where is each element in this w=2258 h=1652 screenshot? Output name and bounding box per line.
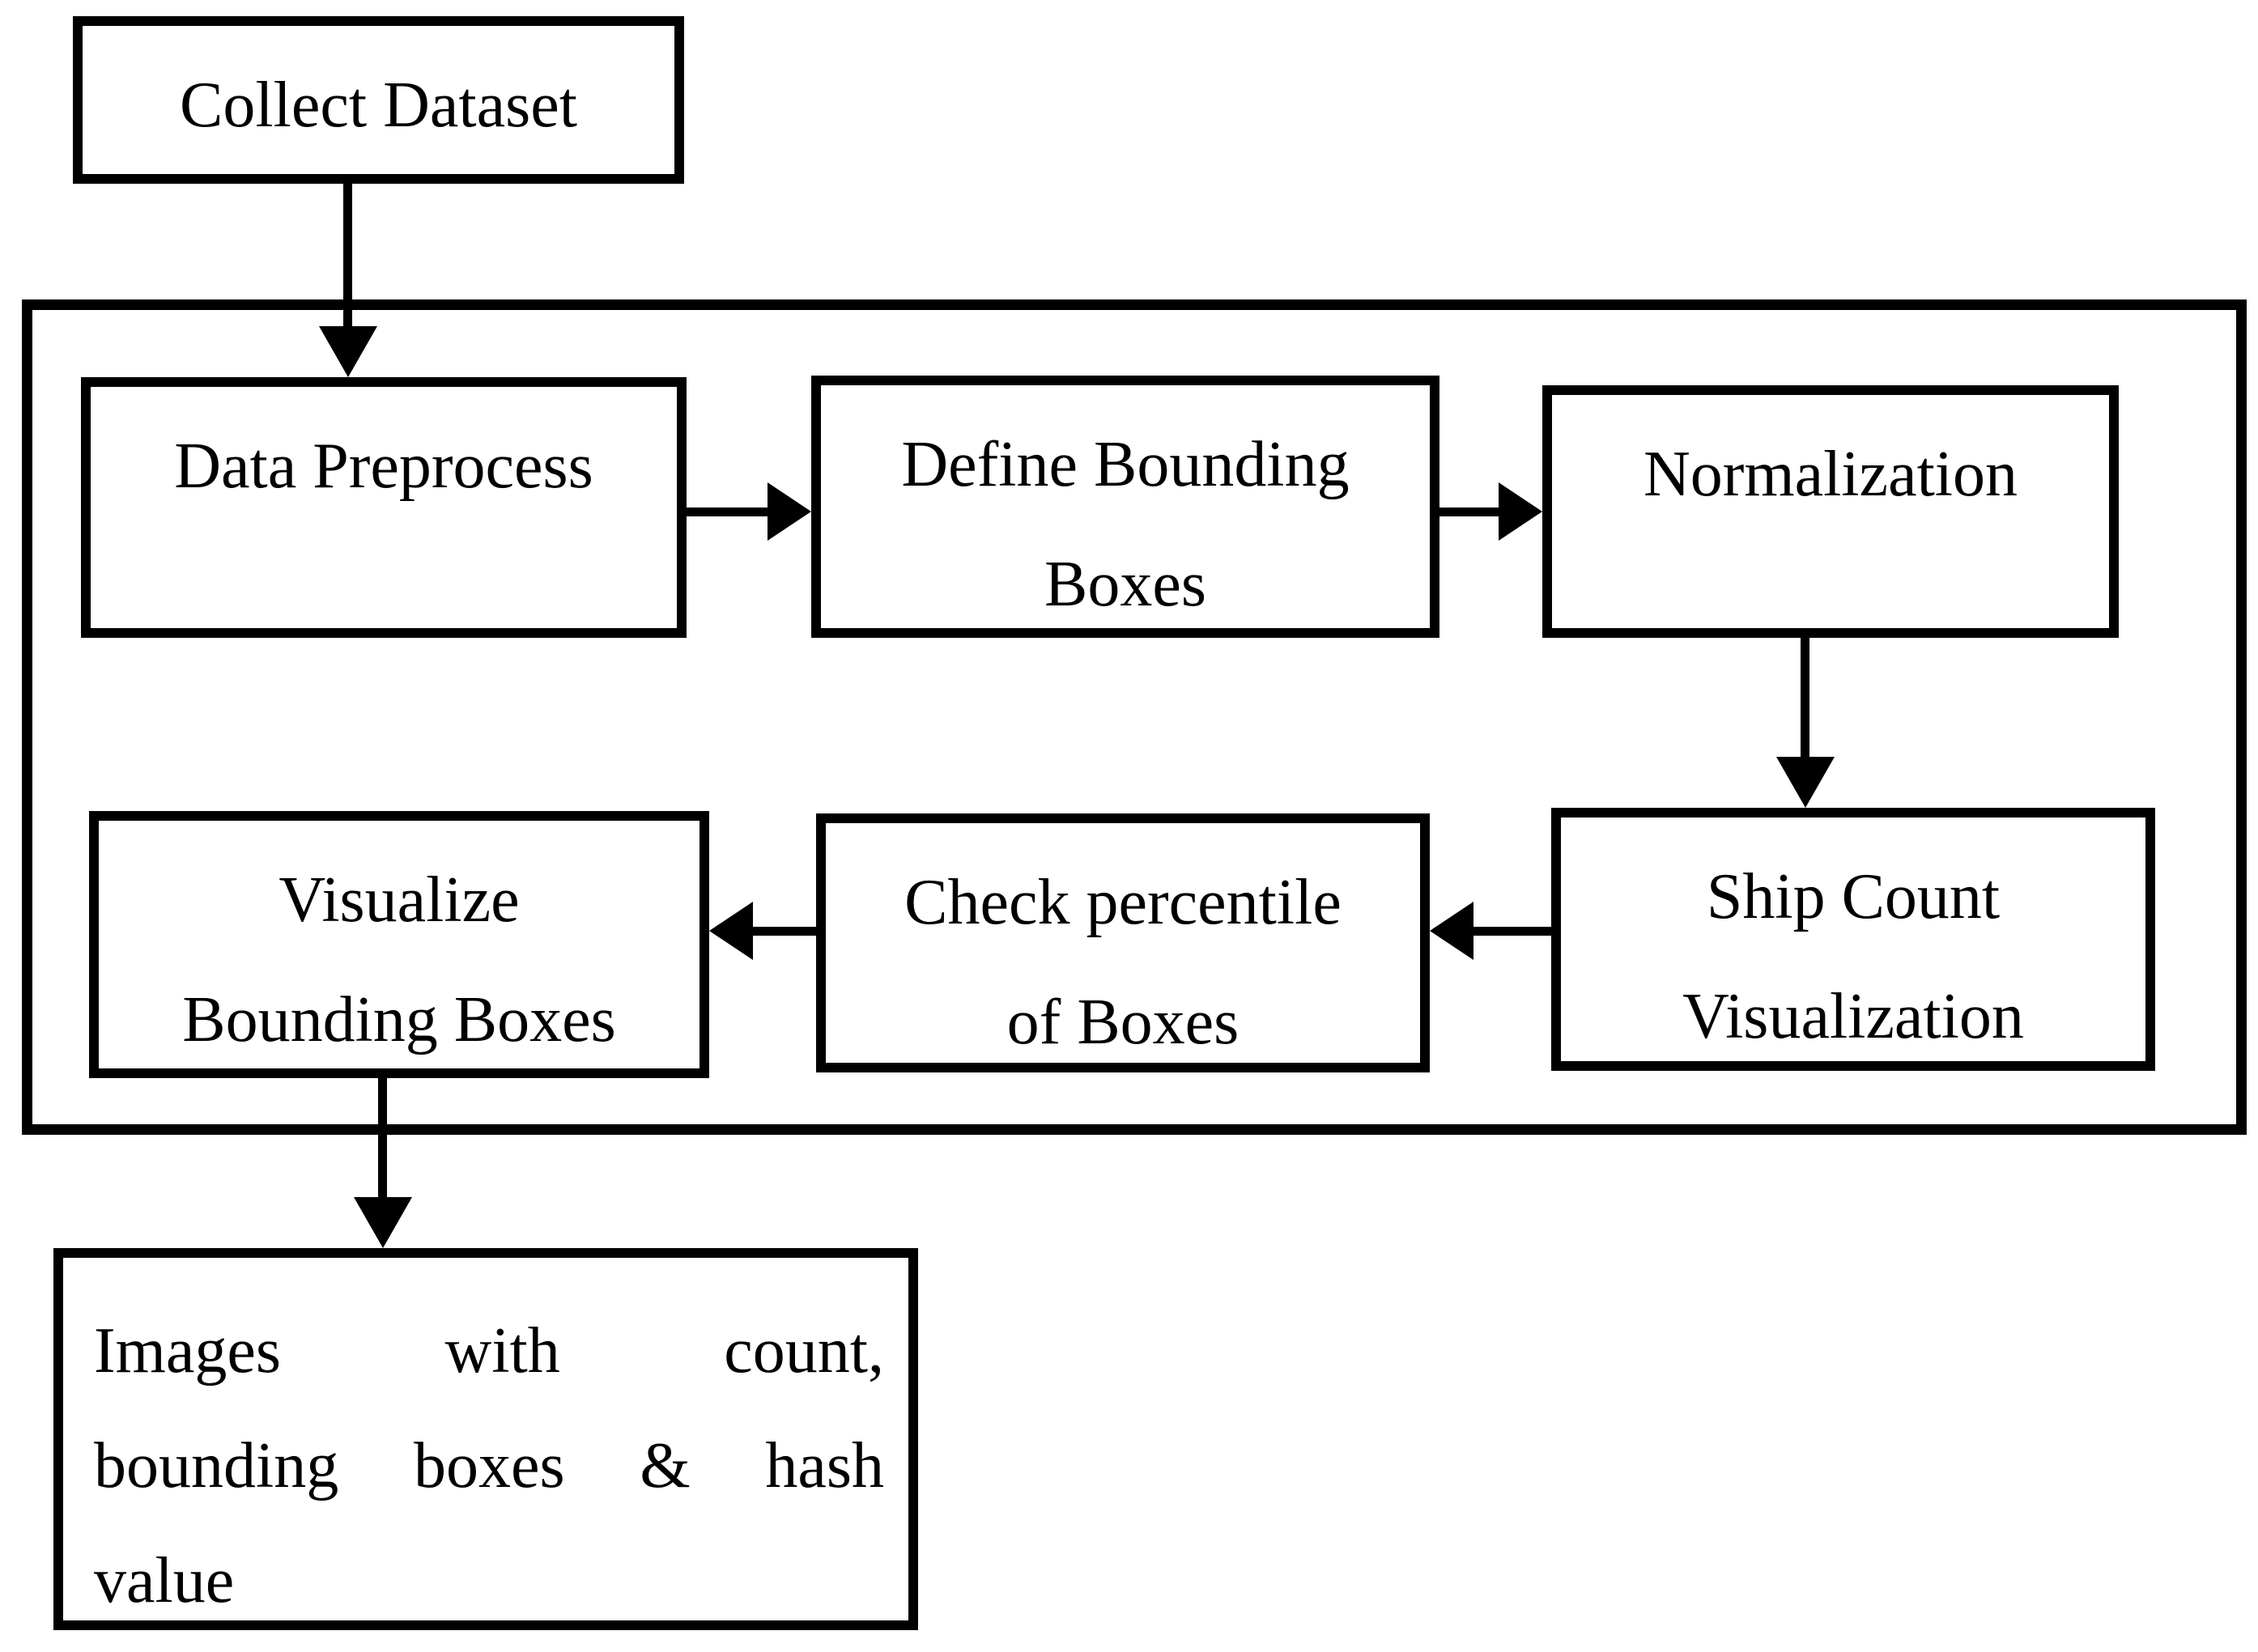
- node-visualize-bounding-boxes-label-line2: Bounding Boxes: [182, 984, 616, 1055]
- node-collect-dataset-label: Collect Dataset: [180, 70, 577, 141]
- node-define-bounding-boxes-label-line2: Boxes: [1044, 549, 1206, 620]
- node-data-preprocess: Data Preprocess: [81, 377, 687, 638]
- node-output-images-label-line1: Images with count,: [94, 1315, 884, 1387]
- node-output-images-label-line3: value: [94, 1545, 235, 1616]
- arrowhead-left-icon: [709, 902, 753, 960]
- node-check-percentile-label-line2: of Boxes: [1006, 987, 1240, 1058]
- node-define-bounding-boxes-label-line1: Define Bounding: [901, 429, 1350, 500]
- node-normalization-label: Normalization: [1643, 439, 2018, 510]
- node-output-images: Images with count, bounding boxes & hash…: [53, 1248, 918, 1630]
- arrow-line: [343, 184, 352, 329]
- arrow-line: [1438, 507, 1499, 516]
- arrowhead-right-icon: [768, 482, 811, 541]
- node-ship-count-visualization-label-line1: Ship Count: [1706, 861, 2001, 932]
- node-data-preprocess-label: Data Preprocess: [174, 431, 593, 502]
- arrowhead-down-icon: [319, 326, 377, 377]
- arrowhead-left-icon: [1430, 902, 1473, 960]
- node-collect-dataset: Collect Dataset: [73, 16, 684, 184]
- arrowhead-right-icon: [1499, 482, 1542, 541]
- node-define-bounding-boxes: Define Bounding Boxes: [811, 376, 1439, 638]
- node-check-percentile-label-line1: Check percentile: [904, 867, 1342, 938]
- node-normalization: Normalization: [1542, 385, 2119, 638]
- arrow-line: [753, 927, 816, 936]
- arrow-line: [1801, 636, 1809, 758]
- arrow-line: [378, 1078, 387, 1200]
- arrow-line: [1473, 927, 1551, 936]
- node-ship-count-visualization: Ship Count Visualization: [1551, 808, 2155, 1071]
- arrowhead-down-icon: [1776, 757, 1835, 808]
- node-visualize-bounding-boxes-label-line1: Visualize: [279, 864, 520, 936]
- node-output-images-label-line2: bounding boxes & hash: [94, 1430, 884, 1501]
- node-visualize-bounding-boxes: Visualize Bounding Boxes: [89, 811, 709, 1078]
- process-group-box: [22, 299, 2247, 1135]
- node-ship-count-visualization-label-line2: Visualization: [1682, 981, 2024, 1052]
- node-check-percentile: Check percentile of Boxes: [816, 813, 1430, 1072]
- arrow-line: [685, 507, 768, 516]
- arrowhead-down-icon: [354, 1197, 412, 1248]
